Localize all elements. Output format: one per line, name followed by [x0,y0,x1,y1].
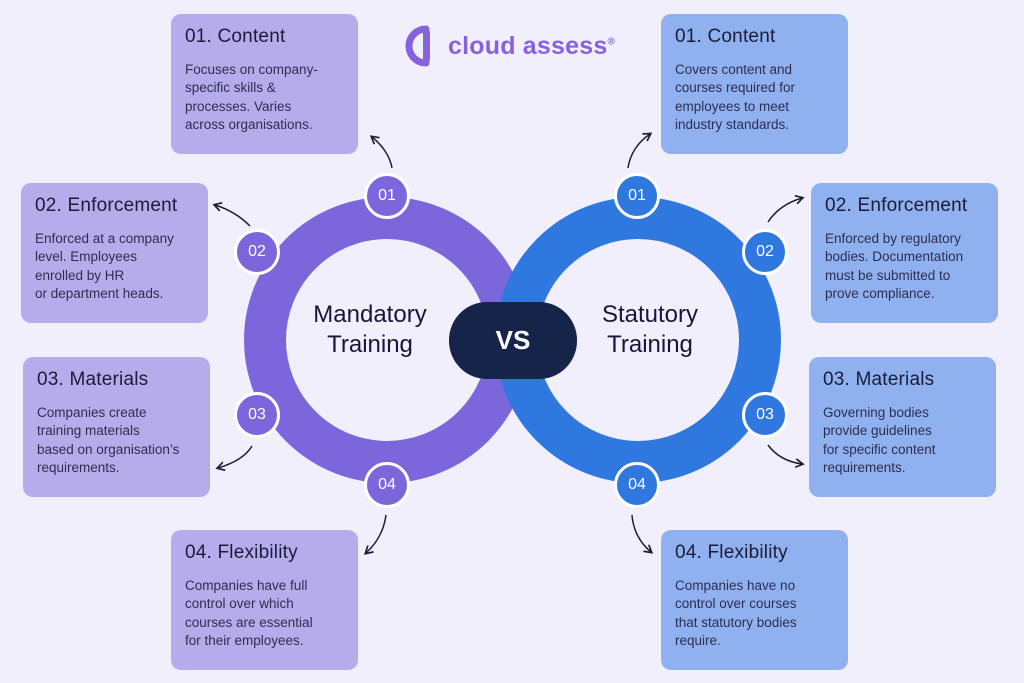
arrow-mand-03 [215,445,253,472]
card-text: Covers content and courses required for … [675,62,796,133]
mandatory-card-enforcement: 02. Enforcement Enforced at a company le… [21,183,208,323]
statutory-training-label: Statutory Training [601,301,699,358]
statutory-step-02: 02 [742,229,788,275]
statutory-step-01: 01 [614,173,660,219]
statutory-step-03: 03 [742,392,788,438]
statutory-step-04: 04 [614,462,660,508]
cloud-assess-logo-icon [405,25,430,67]
mandatory-step-04: 04 [364,462,410,508]
statutory-card-flexibility: 04. Flexibility Companies have no contro… [661,530,848,670]
vs-badge: VS [449,302,577,379]
arrow-stat-02 [767,194,805,223]
brand-name: cloud assess® [448,31,616,60]
card-title: 02. Enforcement [825,195,968,216]
mandatory-step-01: 01 [364,173,410,219]
card-title: 02. Enforcement [35,195,178,216]
mandatory-training-label: Mandatory Training [313,301,427,358]
card-title: 04. Flexibility [185,542,298,563]
cloud-assess-logo: cloud assess® [400,24,615,68]
statutory-card-materials: 03. Materials Governing bodies provide g… [809,357,996,497]
mandatory-step-03: 03 [234,392,280,438]
mandatory-card-materials: 03. Materials Companies create training … [23,357,210,497]
mandatory-step-02: 02 [234,229,280,275]
card-text: Companies create training materials base… [37,405,180,476]
card-text: Governing bodies provide guidelines for … [823,405,936,476]
arrow-mand-01 [369,135,393,169]
card-text: Enforced by regulatory bodies. Documenta… [825,231,964,302]
mandatory-card-flexibility: 04. Flexibility Companies have full cont… [171,530,358,670]
arrow-mand-02 [212,202,251,227]
arrow-stat-01 [627,132,653,169]
card-title: 03. Materials [37,369,149,390]
card-title: 01. Content [185,26,286,47]
card-text: Companies have no control over courses t… [675,578,797,649]
card-text: Enforced at a company level. Employees e… [35,231,174,302]
card-title: 04. Flexibility [675,542,788,563]
arrow-stat-03 [767,444,805,469]
card-text: Companies have full control over which c… [185,578,313,649]
card-title: 01. Content [675,26,776,47]
arrow-stat-04 [631,514,654,554]
statutory-card-enforcement: 02. Enforcement Enforced by regulatory b… [811,183,998,323]
card-title: 03. Materials [823,369,935,390]
mandatory-card-content: 01. Content Focuses on company- specific… [171,14,358,154]
arrow-mand-04 [363,514,387,555]
statutory-card-content: 01. Content Covers content and courses r… [661,14,848,154]
card-text: Focuses on company- specific skills & pr… [185,62,318,133]
